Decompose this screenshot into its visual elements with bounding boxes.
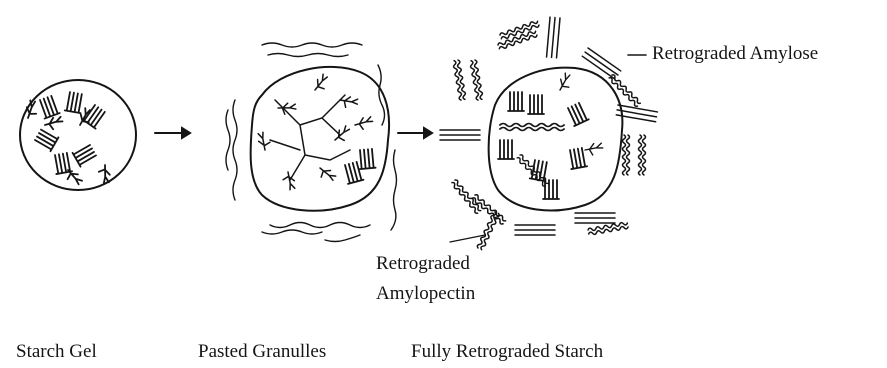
starch-gel-granule xyxy=(20,80,136,190)
retrograded-amylose-label: Retrograded Amylose xyxy=(652,43,818,65)
arrow-icon xyxy=(398,128,432,138)
stage-label-starch-gel: Starch Gel xyxy=(16,341,97,363)
retrograded-amylopectin-label-line2: Amylopectin xyxy=(376,283,475,305)
stage-label-pasted-granules: Pasted Granulles xyxy=(198,341,326,363)
retrograded-amylopectin-label-line1: Retrograded xyxy=(376,253,470,275)
pasted-granule xyxy=(226,43,397,242)
retrograded-starch xyxy=(440,17,657,250)
arrow-icon xyxy=(155,128,190,138)
stage-label-fully-retrograded-starch: Fully Retrograded Starch xyxy=(411,341,603,363)
